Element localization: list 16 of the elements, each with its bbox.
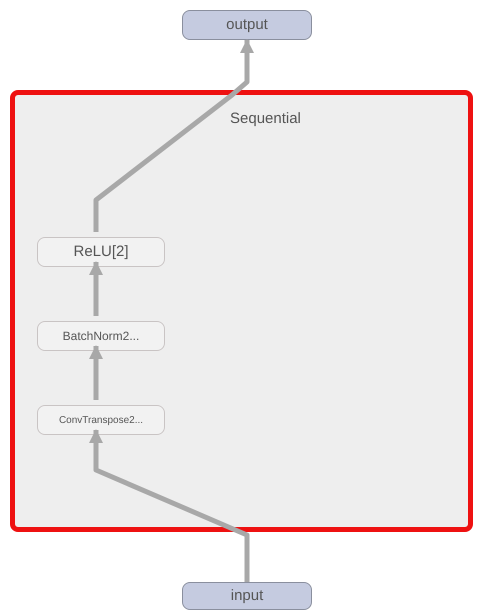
node-label: output	[226, 14, 268, 35]
container-title: Sequential	[230, 109, 301, 129]
layer-box	[37, 405, 165, 435]
layer-box	[37, 237, 165, 267]
node-label: BatchNorm2...	[62, 328, 140, 345]
sequential-container	[10, 90, 473, 532]
arrow	[89, 345, 103, 400]
arrow	[94, 39, 254, 232]
node-label: input	[230, 586, 264, 606]
layer-box	[37, 321, 165, 351]
node-label: ReLU[2]	[73, 242, 129, 262]
arrow	[89, 261, 103, 316]
output-box	[182, 10, 312, 40]
arrow	[89, 429, 250, 582]
node-label: ConvTranspose2...	[58, 414, 144, 428]
input-box	[182, 582, 312, 610]
